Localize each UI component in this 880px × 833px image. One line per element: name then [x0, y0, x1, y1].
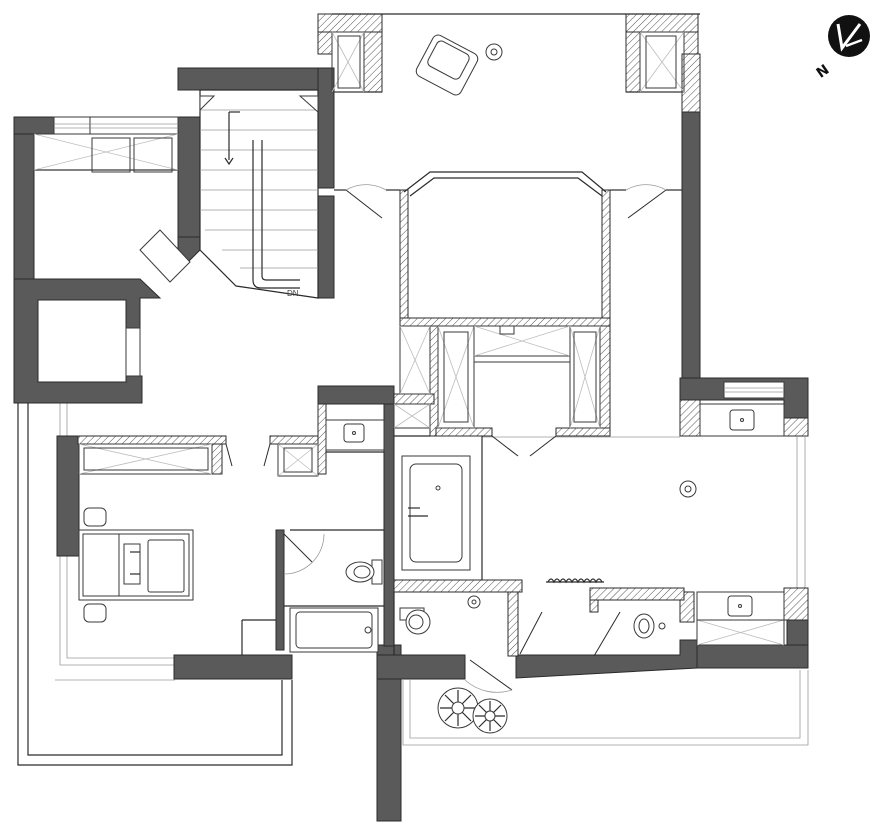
down-arrow-icon: [224, 157, 234, 166]
stair-label: DN: [287, 289, 299, 298]
sink: [325, 419, 385, 451]
wardrobe: [399, 325, 431, 395]
wardrobe: [393, 403, 431, 429]
wardrobe: [331, 31, 365, 93]
toilet: [399, 607, 431, 635]
stair-treads: [200, 109, 318, 269]
wall: [275, 529, 285, 651]
compass-label: N: [814, 62, 833, 82]
wardrobe: [437, 325, 475, 429]
towel-heater: [546, 578, 604, 584]
room-lines: [34, 13, 700, 655]
wall: [177, 116, 201, 238]
wardrobe: [569, 325, 601, 429]
wall: [177, 67, 335, 91]
wardrobe: [639, 31, 685, 93]
door: [625, 184, 667, 219]
walls: [13, 67, 809, 822]
door: [593, 611, 621, 657]
wall: [376, 654, 466, 680]
doors: [225, 184, 667, 693]
plant-icon: [472, 698, 508, 734]
bathtub: [401, 455, 471, 571]
furniture: [78, 34, 697, 623]
wall: [13, 116, 35, 280]
wardrobe: [277, 443, 319, 477]
door: [225, 443, 271, 467]
wall: [317, 195, 335, 299]
plant-icon: [437, 687, 479, 729]
floor-drain: [467, 595, 481, 609]
bed: [78, 529, 194, 601]
plants: [437, 687, 508, 734]
wall: [681, 111, 701, 383]
side-table: [679, 480, 697, 498]
toilet: [345, 559, 383, 585]
sink: [699, 403, 785, 437]
wall: [515, 639, 698, 679]
wall: [173, 654, 293, 680]
door: [464, 659, 513, 693]
door: [519, 611, 543, 655]
staircase: DN: [199, 89, 319, 299]
windows: [53, 116, 785, 399]
door: [283, 533, 325, 575]
toilet: [633, 613, 655, 639]
wall: [13, 116, 55, 135]
vanity-cabinet: [696, 619, 785, 646]
nightstand: [83, 603, 107, 623]
north-compass: N: [814, 15, 870, 82]
nightstand: [83, 507, 107, 527]
door: [491, 435, 557, 457]
wall: [56, 435, 80, 557]
wardrobe: [473, 325, 571, 363]
stair-handrail: [252, 140, 300, 289]
wardrobe: [33, 133, 179, 173]
wall: [13, 278, 162, 404]
wall: [696, 644, 809, 669]
partitions: [77, 13, 809, 657]
wardrobe: [78, 443, 213, 475]
wall: [383, 403, 395, 647]
wall: [317, 385, 395, 405]
bathtub: [289, 607, 379, 653]
door: [345, 184, 387, 219]
lounge-chair: [415, 34, 479, 96]
fixtures: [289, 403, 785, 653]
side-table: [485, 43, 503, 61]
cabinets: [33, 31, 785, 646]
sink: [696, 591, 785, 621]
